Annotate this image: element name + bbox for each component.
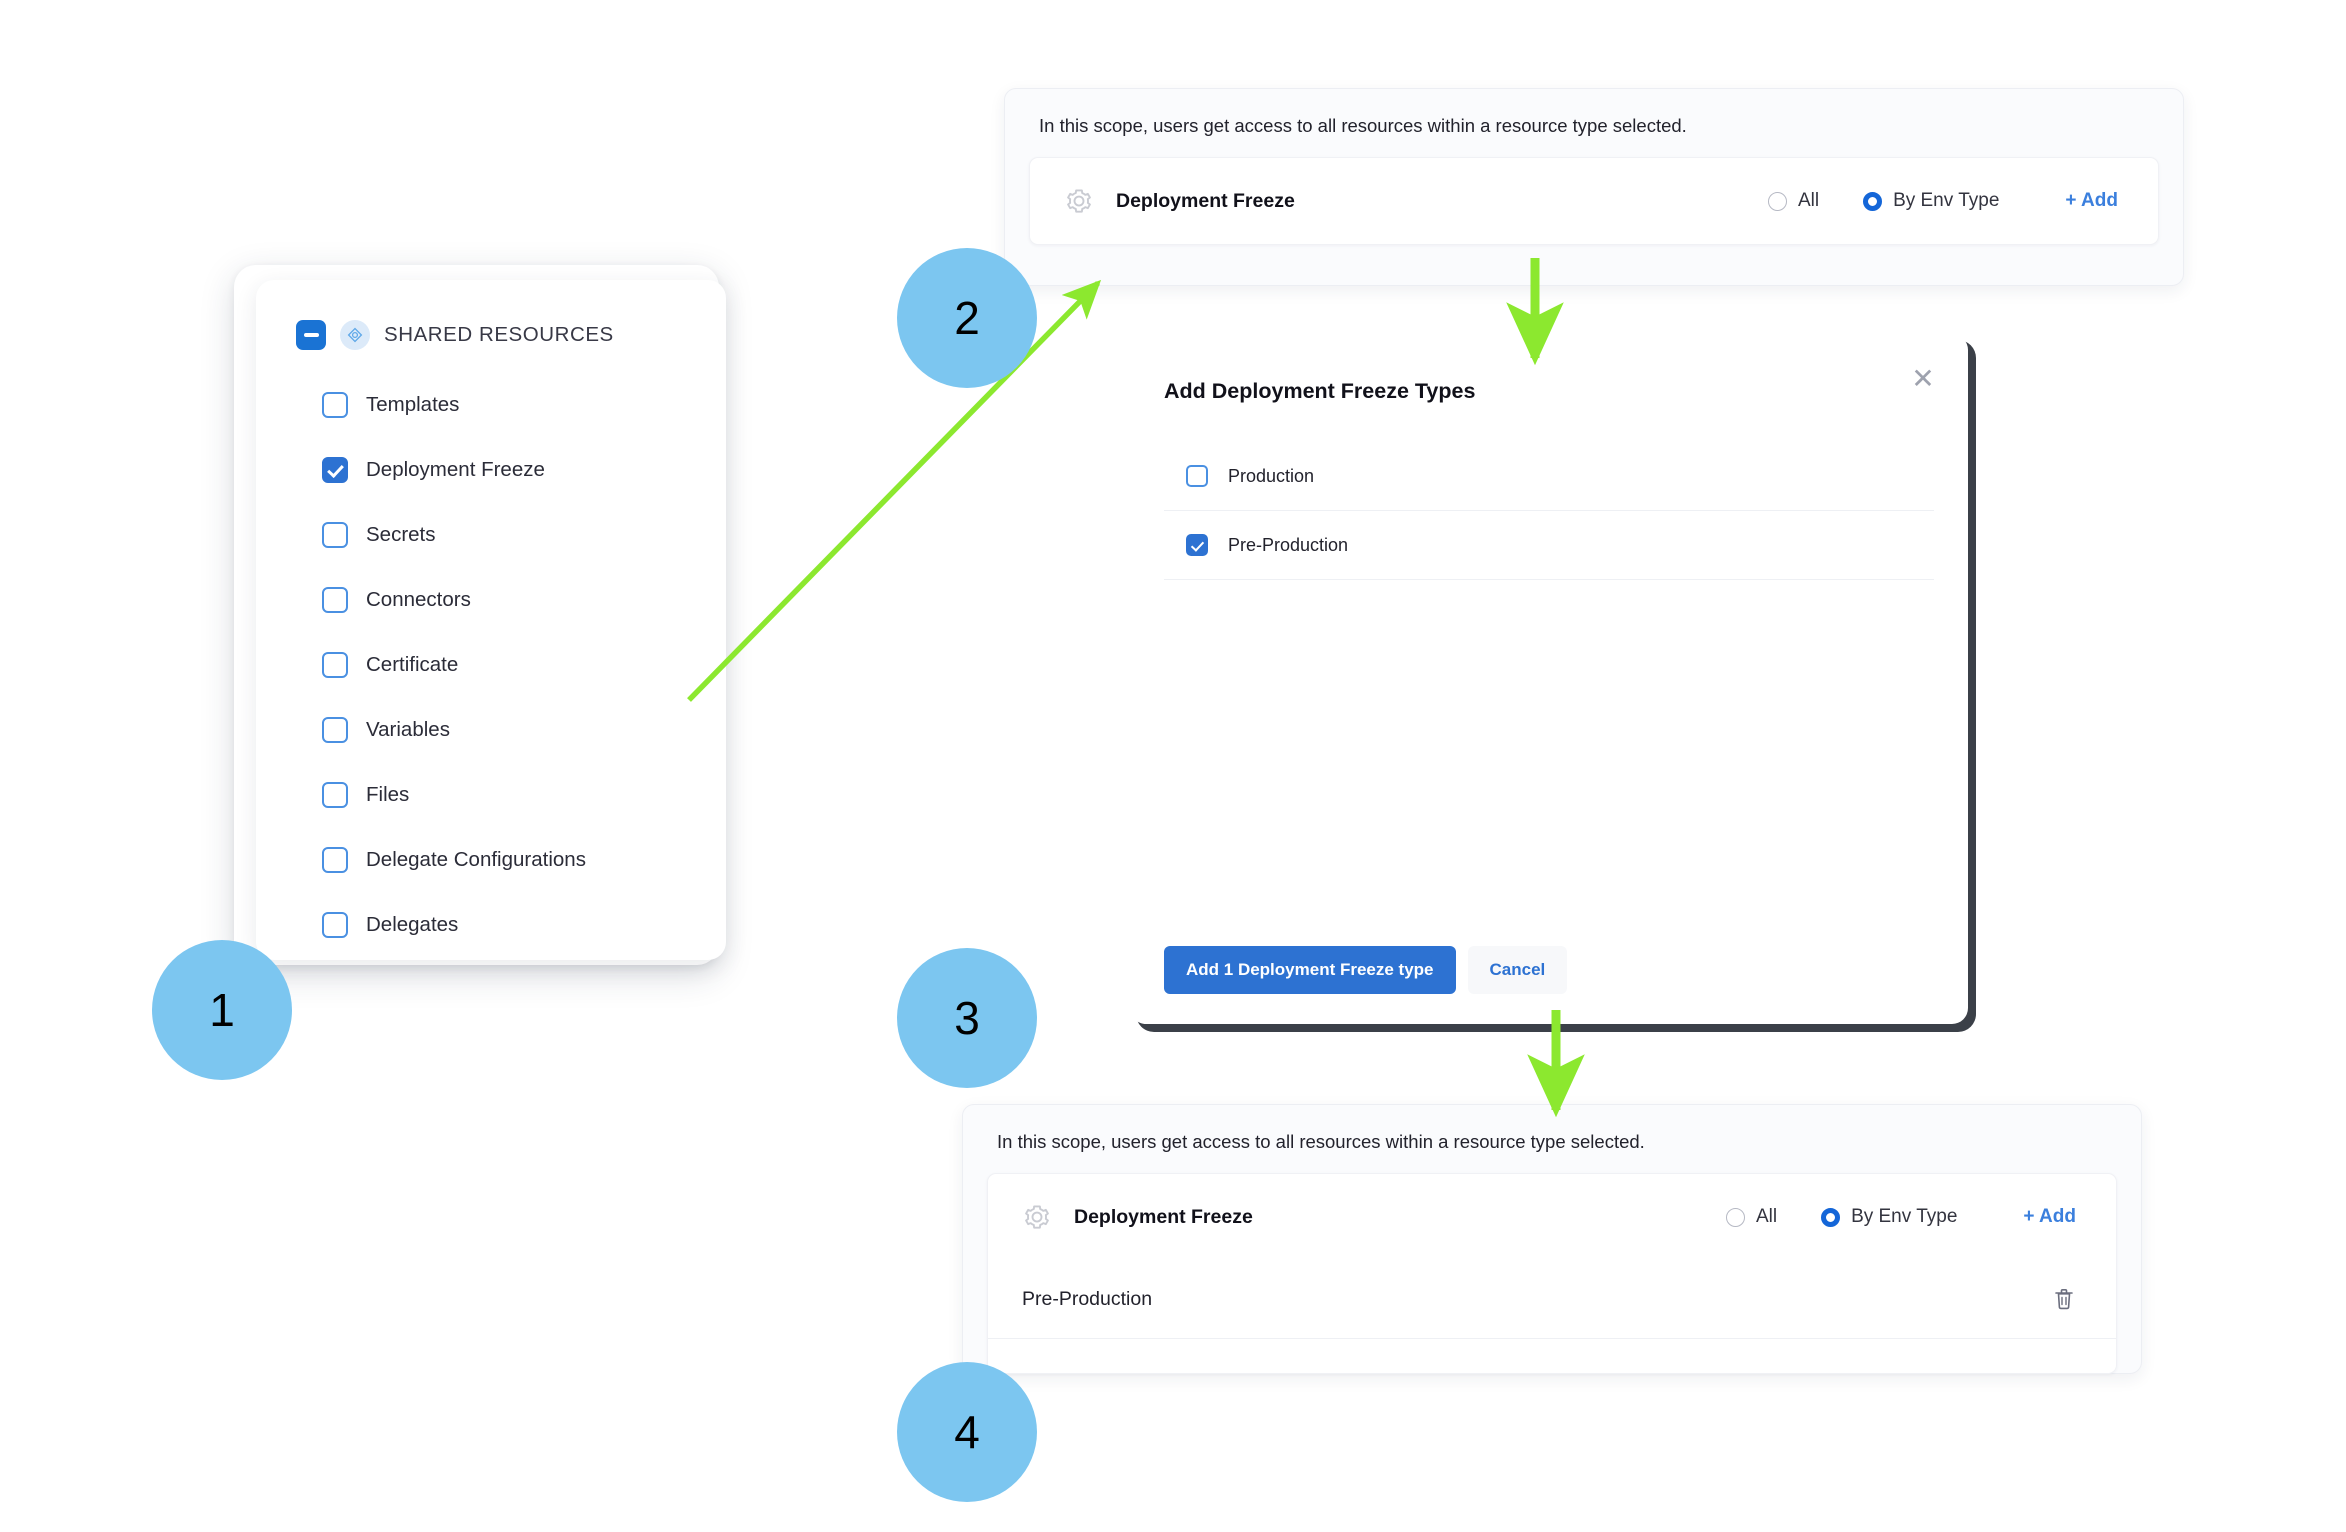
gear-icon [1025,1205,1049,1229]
checkbox-connectors[interactable] [322,586,348,613]
radio-label: By Env Type [1851,1206,1958,1227]
shared-resources-icon [340,320,370,350]
scope-note: In this scope, users get access to all r… [997,1131,1645,1152]
list-item-label: Production [1228,465,1315,486]
modal-option-list: Production Pre-Production [1164,442,1934,580]
shared-resources-label: SHARED RESOURCES [384,323,614,346]
checkbox-pre-production[interactable] [1186,534,1208,556]
list-item-label: Secrets [366,522,436,546]
modal-title: Add Deployment Freeze Types [1164,379,1476,403]
arrow-step1-to-step2 [687,279,1102,702]
radio-dot[interactable] [1821,1207,1841,1227]
radio-dot[interactable] [1863,191,1883,211]
shared-resources-card: SHARED RESOURCES Templates Deployment Fr… [256,280,726,960]
selected-env-type-row: Pre-Production [988,1260,2116,1339]
list-item[interactable]: Production [1164,442,1934,511]
list-item-label: Files [366,782,410,806]
scope-panel-top: In this scope, users get access to all r… [1004,88,2184,286]
radio-label: All [1797,190,1820,211]
checkbox-deployment-freeze[interactable] [322,456,348,483]
step-badge-1: 1 [152,940,292,1080]
trash-icon[interactable] [2052,1286,2076,1312]
step-badge-4: 4 [897,1362,1037,1502]
resource-title: Deployment Freeze [1116,189,1295,212]
checkbox-certificate[interactable] [322,651,348,678]
list-item-label: Delegates [366,912,459,936]
checkbox-files[interactable] [322,781,348,808]
minus-square-icon[interactable] [296,320,326,350]
list-item-label: Deployment Freeze [366,457,545,481]
radio-option-by-env-type[interactable]: By Env Type [1821,1206,1957,1228]
step-badge-2: 2 [897,248,1037,388]
list-item-label: Templates [366,392,460,416]
radio-dot[interactable] [1725,1207,1745,1227]
gear-icon [1067,189,1091,213]
radio-label: All [1755,1206,1778,1227]
list-item-label: Delegate Configurations [366,847,586,871]
cancel-button[interactable]: Cancel [1467,946,1568,994]
radio-option-all[interactable]: All [1767,190,1820,212]
add-deployment-freeze-types-modal: Add Deployment Freeze Types ✕ Production… [1130,334,1968,1024]
list-item[interactable]: Pre-Production [1164,511,1934,580]
scope-panel-bottom: In this scope, users get access to all r… [962,1104,2142,1374]
checkbox-delegates[interactable] [322,911,348,938]
shared-resources-header[interactable]: SHARED RESOURCES [256,280,726,350]
step-badge-3: 3 [897,948,1037,1088]
add-button[interactable]: + Add [2023,1206,2076,1227]
shared-resources-list: Templates Deployment Freeze Secrets Conn… [256,350,726,957]
add-deployment-freeze-type-button[interactable]: Add 1 Deployment Freeze type [1164,946,1456,994]
list-item[interactable]: Delegate Configurations [322,827,726,892]
list-item[interactable]: Secrets [322,502,726,567]
resource-card: Deployment Freeze All By Env Type + Add [1029,157,2159,245]
checkbox-delegate-configurations[interactable] [322,846,348,873]
checkbox-secrets[interactable] [322,521,348,548]
checkbox-variables[interactable] [322,716,348,743]
resource-title: Deployment Freeze [1074,1205,1253,1228]
resource-row: Deployment Freeze All By Env Type + Add [988,1174,2116,1260]
list-item[interactable]: Connectors [322,567,726,632]
list-item[interactable]: Certificate [322,632,726,697]
resource-card: Deployment Freeze All By Env Type + Add … [987,1173,2117,1374]
scope-radio-group: All By Env Type [1767,190,1999,212]
selected-env-type-label: Pre-Production [1022,1287,1153,1310]
list-item[interactable]: Deployment Freeze [322,437,726,502]
radio-dot[interactable] [1767,191,1787,211]
list-item-label: Certificate [366,652,459,676]
scope-card-padding [988,1339,2116,1373]
list-item-label: Variables [366,717,450,741]
radio-option-all[interactable]: All [1725,1206,1778,1228]
close-icon[interactable]: ✕ [1911,363,1935,394]
scope-radio-group: All By Env Type [1725,1206,1957,1228]
list-item[interactable]: Delegates [322,892,726,957]
resource-row: Deployment Freeze All By Env Type + Add [1030,158,2158,244]
list-item-label: Pre-Production [1228,534,1349,555]
checkbox-production[interactable] [1186,465,1208,487]
list-item-label: Connectors [366,587,471,611]
list-item[interactable]: Files [322,762,726,827]
list-item[interactable]: Templates [322,372,726,437]
checkbox-templates[interactable] [322,391,348,418]
modal-footer: Add 1 Deployment Freeze type Cancel [1164,946,1568,994]
scope-note: In this scope, users get access to all r… [1039,115,1687,136]
add-button[interactable]: + Add [2065,190,2118,211]
radio-label: By Env Type [1893,190,2000,211]
radio-option-by-env-type[interactable]: By Env Type [1863,190,1999,212]
list-item[interactable]: Variables [322,697,726,762]
